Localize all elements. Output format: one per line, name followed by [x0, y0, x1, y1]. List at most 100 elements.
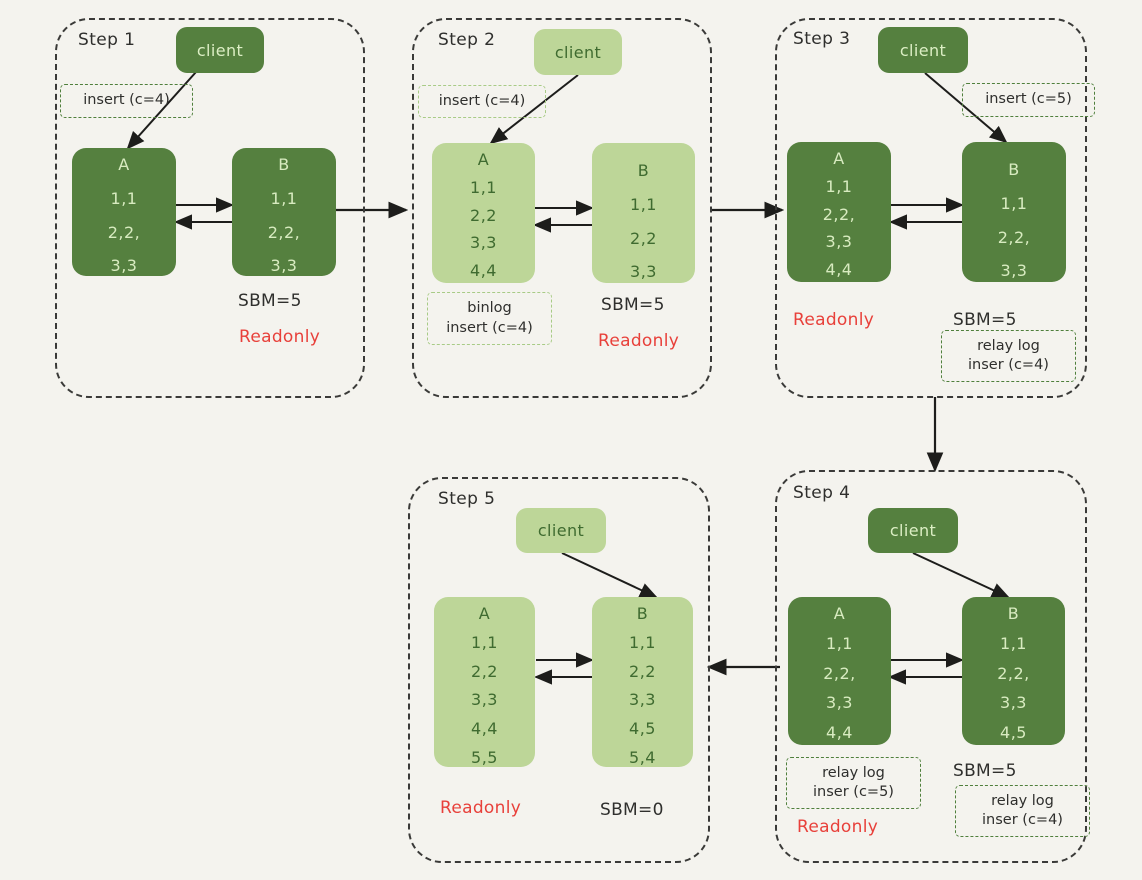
step2-readonly-label: Readonly — [598, 331, 680, 351]
step2-client-box[interactable]: client — [534, 29, 622, 75]
node-row: 2,2 — [470, 205, 497, 225]
node-row: 1,1 — [1000, 193, 1028, 213]
node-row: 1,1 — [270, 188, 298, 208]
step4-panel — [775, 470, 1087, 863]
step4-node-b[interactable]: B 1,1 2,2, 3,3 4,5 — [962, 597, 1065, 745]
step3-node-a[interactable]: A 1,1 2,2, 3,3 4,4 — [787, 142, 891, 282]
node-row: 3,3 — [1000, 693, 1027, 713]
node-name: B — [1007, 604, 1020, 623]
node-row: 3,3 — [826, 693, 853, 713]
step1-client-box[interactable]: client — [176, 27, 264, 73]
step3-panel — [775, 18, 1087, 398]
node-row: 1,1 — [471, 632, 498, 652]
node-name: A — [477, 150, 490, 169]
node-row: 1,1 — [629, 632, 656, 652]
node-row: 1,1 — [826, 633, 853, 653]
step4-node-a[interactable]: A 1,1 2,2, 3,3 4,4 — [788, 597, 891, 745]
step2-binlog-line1: binlog — [467, 300, 512, 317]
step1-insert-tag: insert (c=4) — [60, 84, 193, 118]
node-row: 2,2, — [997, 227, 1031, 247]
node-row: 5,4 — [629, 747, 656, 767]
node-row: 1,1 — [630, 194, 657, 214]
node-name: A — [833, 149, 845, 168]
step5-node-a[interactable]: A 1,1 2,2 3,3 4,4 5,5 — [434, 597, 535, 767]
step4-relay-a-line1: relay log — [822, 764, 885, 781]
node-row: 2,2, — [823, 663, 856, 683]
step4-title: Step 4 — [793, 483, 851, 503]
step3-client-box[interactable]: client — [878, 27, 968, 73]
node-name: B — [636, 604, 649, 623]
step4-relay-b-line1: relay log — [991, 792, 1054, 809]
step5-readonly-label: Readonly — [440, 798, 522, 818]
step2-insert-text: insert (c=4) — [438, 92, 526, 109]
node-name: B — [1008, 160, 1020, 179]
node-row: 4,4 — [826, 723, 853, 743]
step4-relay-a-line2: inser (c=5) — [813, 784, 894, 800]
step3-readonly-label: Readonly — [793, 310, 875, 330]
node-row: 5,5 — [471, 747, 498, 767]
node-name: A — [478, 604, 491, 623]
step5-sbm-label: SBM=0 — [600, 800, 664, 820]
node-row: 3,3 — [825, 232, 853, 252]
node-row: 3,3 — [471, 690, 498, 710]
step4-client-box[interactable]: client — [868, 508, 958, 553]
node-row: 2,2, — [822, 204, 856, 224]
node-name: A — [833, 604, 846, 623]
node-row: 3,3 — [270, 256, 298, 276]
step1-title: Step 1 — [78, 30, 136, 50]
node-row: 4,4 — [471, 719, 498, 739]
node-row: 3,3 — [630, 262, 657, 282]
step2-node-a[interactable]: A 1,1 2,2 3,3 4,4 — [432, 143, 535, 283]
node-row: 3,3 — [110, 256, 138, 276]
step3-insert-text: insert (c=5) — [985, 91, 1072, 108]
step3-title: Step 3 — [793, 29, 851, 49]
step1-panel — [55, 18, 365, 398]
node-row: 2,2, — [997, 663, 1030, 683]
step2-sbm-label: SBM=5 — [601, 295, 665, 315]
node-row: 3,3 — [1000, 261, 1028, 281]
node-row: 2,2, — [107, 222, 141, 242]
step1-insert-text: insert (c=4) — [83, 92, 170, 109]
step4-relay-b-line2: inser (c=4) — [982, 812, 1063, 828]
step2-panel — [412, 18, 712, 398]
step2-insert-tag: insert (c=4) — [418, 85, 546, 118]
step4-relay-tag-b: relay log inser (c=4) — [955, 785, 1090, 837]
node-row: 1,1 — [470, 177, 497, 197]
node-row: 4,4 — [825, 260, 853, 280]
node-name: B — [278, 155, 290, 174]
step5-node-b[interactable]: B 1,1 2,2 3,3 4,5 5,4 — [592, 597, 693, 767]
step5-title: Step 5 — [438, 489, 496, 509]
node-row: 4,5 — [1000, 723, 1027, 743]
node-row: 4,4 — [470, 261, 497, 281]
node-name: A — [118, 155, 130, 174]
step3-sbm-label: SBM=5 — [953, 310, 1017, 330]
node-row: 4,5 — [629, 719, 656, 739]
step4-readonly-label: Readonly — [797, 817, 879, 837]
step3-relay-line1: relay log — [977, 337, 1040, 354]
node-row: 2,2 — [471, 661, 498, 681]
step1-sbm-label: SBM=5 — [238, 291, 302, 311]
node-row: 1,1 — [825, 176, 853, 196]
step5-client-box[interactable]: client — [516, 508, 606, 553]
node-row: 2,2 — [629, 661, 656, 681]
step4-relay-tag-a: relay log inser (c=5) — [786, 757, 921, 809]
step2-binlog-tag: binlog insert (c=4) — [427, 292, 552, 345]
step1-node-b[interactable]: B 1,1 2,2, 3,3 — [232, 148, 336, 276]
step3-insert-tag: insert (c=5) — [962, 83, 1095, 117]
node-row: 2,2 — [630, 228, 657, 248]
step3-node-b[interactable]: B 1,1 2,2, 3,3 — [962, 142, 1066, 282]
node-name: B — [637, 161, 650, 180]
step2-node-b[interactable]: B 1,1 2,2 3,3 — [592, 143, 695, 283]
node-row: 1,1 — [110, 188, 138, 208]
node-row: 3,3 — [629, 690, 656, 710]
step5-panel — [408, 477, 710, 863]
step2-title: Step 2 — [438, 30, 496, 50]
node-row: 3,3 — [470, 233, 497, 253]
step1-readonly-label: Readonly — [239, 327, 321, 347]
step2-binlog-line2: insert (c=4) — [446, 319, 533, 336]
step3-relay-line2: inser (c=4) — [968, 357, 1049, 373]
node-row: 2,2, — [267, 222, 301, 242]
step4-sbm-label: SBM=5 — [953, 761, 1017, 781]
step1-node-a[interactable]: A 1,1 2,2, 3,3 — [72, 148, 176, 276]
